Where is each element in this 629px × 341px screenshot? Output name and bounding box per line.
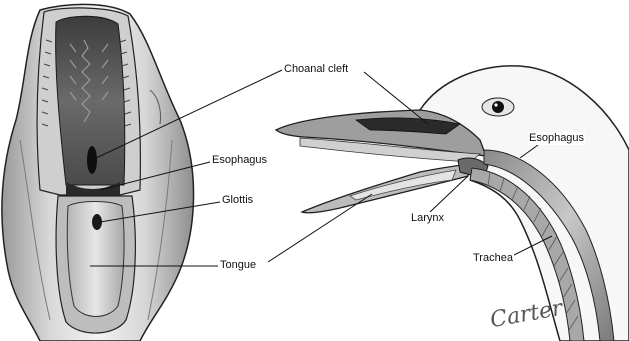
label-esophagus-right: Esophagus — [528, 132, 585, 145]
label-glottis: Glottis — [221, 194, 254, 207]
label-larynx: Larynx — [410, 212, 445, 225]
label-esophagus-left: Esophagus — [211, 154, 268, 167]
gull-head-lateral-view — [276, 66, 629, 341]
eye — [482, 98, 514, 116]
duck-head-dorsal-view — [2, 4, 194, 341]
tongue-lateral — [350, 170, 456, 200]
label-trachea: Trachea — [472, 252, 514, 265]
label-tongue: Tongue — [219, 259, 257, 272]
label-choanal-cleft: Choanal cleft — [283, 63, 349, 76]
